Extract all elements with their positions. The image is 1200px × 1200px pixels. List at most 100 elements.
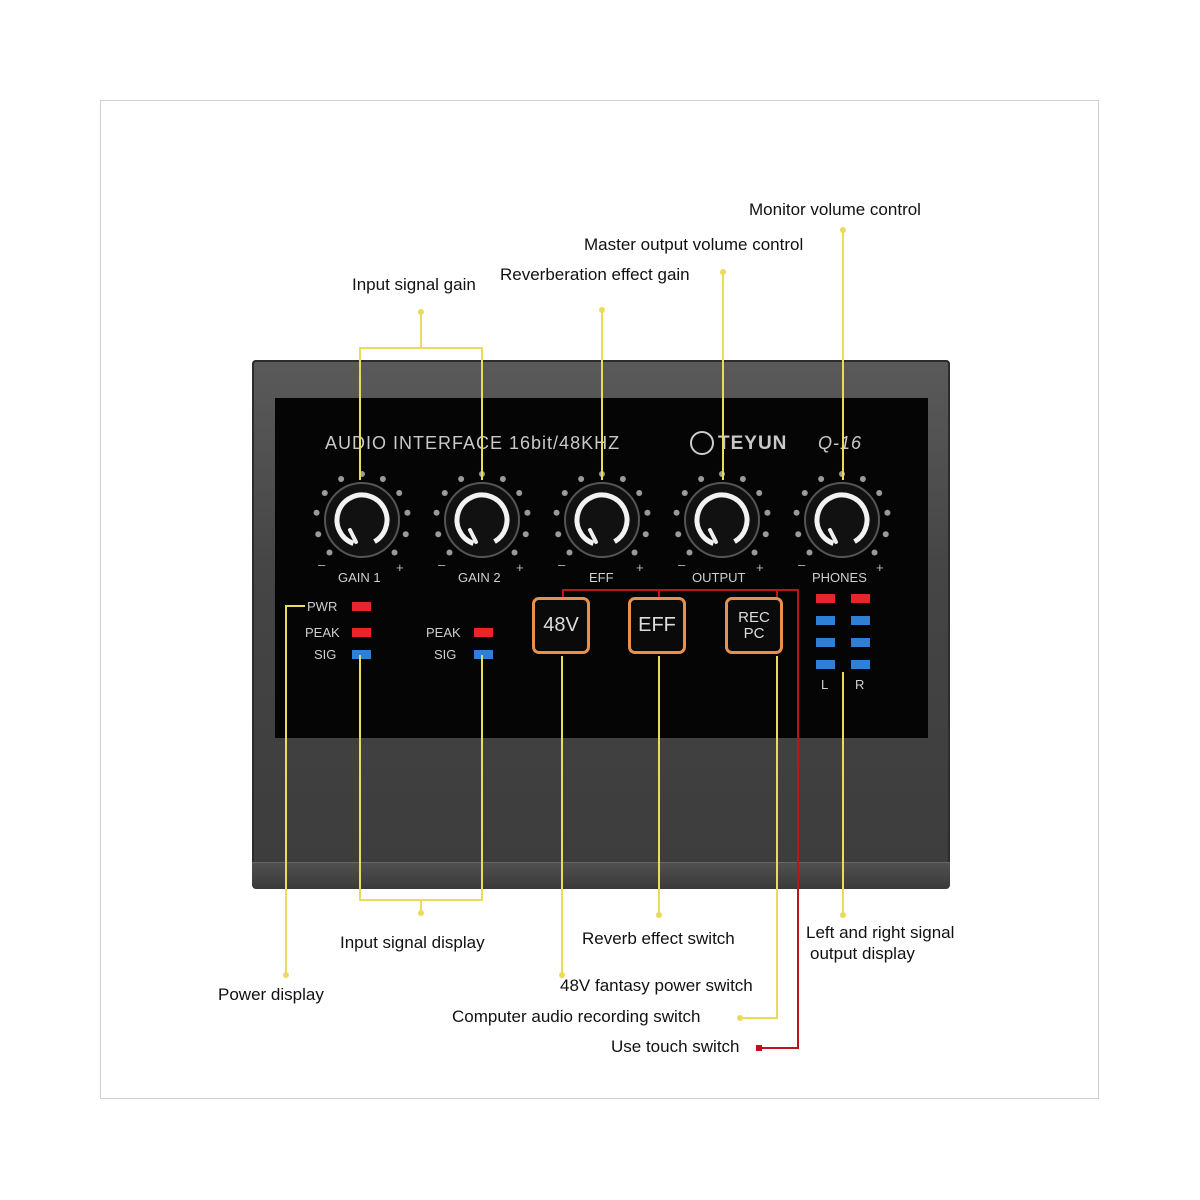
knob-scale-dot <box>619 476 626 483</box>
knob-scale-dot <box>739 476 746 483</box>
knob-label-eff: EFF <box>589 570 614 585</box>
knob-scale-dot <box>793 509 800 516</box>
knob-scale-dot <box>404 509 411 516</box>
knob-plus: + <box>396 560 404 575</box>
input-display-line <box>359 655 483 912</box>
knob-pointer <box>708 528 718 544</box>
device-bottom-lip <box>252 862 950 889</box>
knob-ring <box>814 492 870 548</box>
led-label-pwr: PWR <box>307 599 338 614</box>
knob-scale-dot <box>435 531 442 538</box>
model-name: Q-16 <box>818 433 863 453</box>
knob-scale-dot <box>801 489 808 496</box>
knob-label-gain1: GAIN 1 <box>338 570 381 585</box>
knob-minus: – <box>438 557 446 572</box>
rec-pc-button[interactable]: REC PC <box>725 597 783 654</box>
callout-reverb-gain: Reverberation effect gain <box>500 265 690 284</box>
knob-scale-dot <box>338 476 345 483</box>
knob-scale-dot <box>859 476 866 483</box>
brand-name: TEYUN <box>718 433 788 454</box>
knob-plus: + <box>636 560 644 575</box>
knob-scale-dot <box>795 531 802 538</box>
panel-header: AUDIO INTERFACE 16bit/48KHZ <box>325 433 621 453</box>
knob-minus: – <box>678 557 686 572</box>
knob-scale-dot <box>882 531 889 538</box>
callout-lr-line2: output display <box>810 944 915 963</box>
knob-scale-dot <box>681 489 688 496</box>
callout-master: Master output volume control <box>584 235 804 254</box>
knob-scale-dot <box>402 531 409 538</box>
knob-scale-dot <box>764 509 771 516</box>
knob-scale-dot <box>446 549 453 556</box>
knob-ring <box>334 492 390 548</box>
callout-lr-line1: Left and right signal <box>806 923 955 942</box>
knob-scale-dot <box>313 509 320 516</box>
meter-label-right: R <box>855 677 865 692</box>
callout-power: Power display <box>218 985 324 1004</box>
rec-line <box>740 656 778 1019</box>
rec-pc-line2: PC <box>743 624 765 642</box>
knob-label-output: OUTPUT <box>692 570 746 585</box>
sig-led-2 <box>474 650 493 659</box>
peak-led-2 <box>474 628 493 637</box>
knob-scale-dot <box>326 549 333 556</box>
knob-plus: + <box>516 560 524 575</box>
meter-left-led-2 <box>816 616 835 625</box>
knob-minus: – <box>318 557 326 572</box>
knob-scale-dot <box>642 531 649 538</box>
knob-minus: – <box>798 557 806 572</box>
knob-scale-dot <box>751 549 758 556</box>
meter-label-left: L <box>821 677 829 692</box>
led-label-sig-2: SIG <box>434 647 457 662</box>
power-line <box>285 605 305 975</box>
knob-scale-dot <box>818 476 825 483</box>
knob-scale-dot <box>391 549 398 556</box>
knob-scale-dot <box>644 509 651 516</box>
meter-left-led-3 <box>816 638 835 647</box>
knob-scale-dot <box>441 489 448 496</box>
knob-scale-dot <box>884 509 891 516</box>
knob-plus: + <box>756 560 764 575</box>
knob-scale-dot <box>396 489 403 496</box>
eff-button[interactable]: EFF <box>628 597 686 654</box>
meter-left-led-1 <box>816 594 835 603</box>
led-label-peak-1: PEAK <box>305 625 340 640</box>
callout-input-gain: Input signal gain <box>352 275 476 294</box>
knob-scale-dot <box>698 476 705 483</box>
knob-scale-dot <box>686 549 693 556</box>
input-gain-line <box>359 312 483 480</box>
pwr-led <box>352 602 371 611</box>
knob-scale-dot <box>806 549 813 556</box>
meter-right-led-3 <box>851 638 870 647</box>
knob-scale-dot <box>321 489 328 496</box>
meter-right-led-2 <box>851 616 870 625</box>
knob-scale-dot <box>631 549 638 556</box>
knob-label-phones: PHONES <box>812 570 867 585</box>
callout-monitor: Monitor volume control <box>749 200 921 219</box>
knob-scale-dot <box>756 489 763 496</box>
knob-pointer <box>468 528 478 544</box>
knob-label-gain2: GAIN 2 <box>458 570 501 585</box>
knob-scale-dot <box>578 476 585 483</box>
led-label-sig-1: SIG <box>314 647 337 662</box>
knob-scale-dot <box>762 531 769 538</box>
led-label-peak-2: PEAK <box>426 625 461 640</box>
knob-pointer <box>828 528 838 544</box>
knob-scale-dot <box>499 476 506 483</box>
48v-button[interactable]: 48V <box>532 597 590 654</box>
knob-scale-dot <box>636 489 643 496</box>
knob-ring <box>694 492 750 548</box>
knob-scale-dot <box>433 509 440 516</box>
image-frame <box>100 100 1099 1099</box>
knob-scale-dot <box>516 489 523 496</box>
knob-scale-dot <box>553 509 560 516</box>
meter-right-led-4 <box>851 660 870 669</box>
knob-scale-dot <box>379 476 386 483</box>
knob-minus: – <box>558 557 566 572</box>
knob-pointer <box>348 528 358 544</box>
knob-scale-dot <box>458 476 465 483</box>
callout-reverb-switch: Reverb effect switch <box>582 929 735 948</box>
knob-pointer <box>588 528 598 544</box>
